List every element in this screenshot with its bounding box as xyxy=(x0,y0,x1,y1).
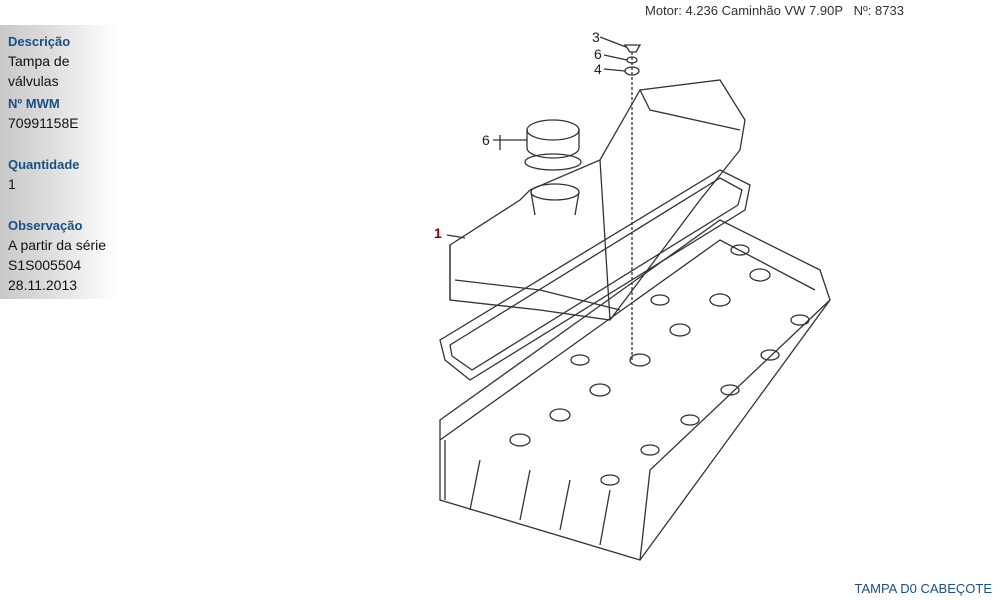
valve-cover xyxy=(449,79,746,321)
mwm-value: 70991158E xyxy=(8,115,79,131)
number-label: Nº: xyxy=(853,3,872,18)
number-value: 8733 xyxy=(875,3,904,18)
part-details-panel: Descrição Tampa de válvulas Nº MWM 70991… xyxy=(0,25,118,299)
diagram-title: TAMPA D0 CABEÇOTE xyxy=(854,581,993,596)
callout-1: 1 xyxy=(434,225,442,241)
quantidade-value: 1 xyxy=(8,176,16,192)
screw xyxy=(623,44,642,53)
observacao-label: Observação xyxy=(8,218,83,233)
oil-cap xyxy=(526,119,580,141)
valve-seats xyxy=(509,244,810,486)
descricao-value: Tampa de válvulas xyxy=(8,53,70,89)
gasket xyxy=(439,169,751,381)
callout-6: 6 xyxy=(482,132,490,148)
quantidade-label: Quantidade xyxy=(8,157,80,172)
descricao-label: Descrição xyxy=(8,34,71,49)
mwm-label: Nº MWM xyxy=(8,96,60,111)
observacao-line: A partir da série xyxy=(8,237,107,253)
cap-seal xyxy=(524,153,582,171)
motor-header: Motor: 4.236 Caminhão VW 7.90P Nº: 8733 xyxy=(645,3,904,18)
callout-5: 6 xyxy=(594,46,602,62)
observacao-line: 28.11.2013 xyxy=(8,277,78,293)
motor-label: Motor: xyxy=(645,3,682,18)
callout-4: 4 xyxy=(594,61,602,77)
observacao-line: S1S005504 xyxy=(8,257,82,273)
cylinder-head xyxy=(439,219,831,561)
callout-3: 3 xyxy=(592,29,600,45)
motor-value: 4.236 Caminhão VW 7.90P xyxy=(685,3,843,18)
